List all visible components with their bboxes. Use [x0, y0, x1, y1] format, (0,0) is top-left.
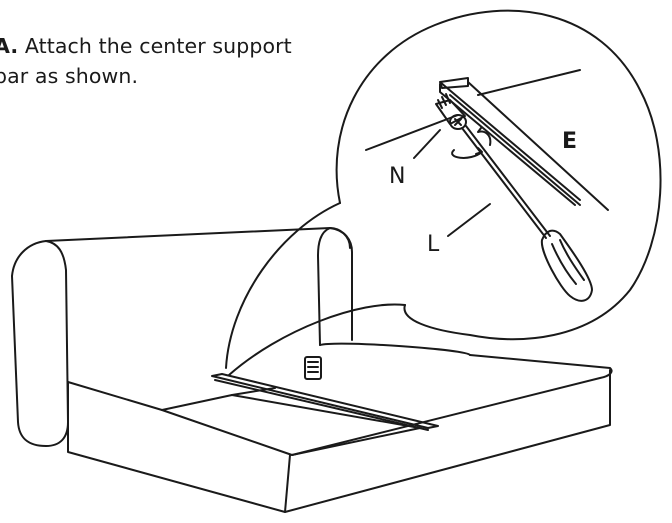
bracket [304, 356, 322, 380]
rotation-arrow-2 [477, 127, 492, 146]
zoom-support-bar [439, 77, 609, 211]
step-label: A. [0, 34, 19, 58]
zoom-line-right [228, 303, 406, 376]
instruction-line-2: bar as shown. [0, 64, 139, 88]
instruction-line-1: Attach the center support [24, 34, 292, 58]
sofa-left-arm-top [45, 227, 351, 249]
zoom-surface-bottom [365, 114, 459, 151]
sofa-seat-inner-right [319, 342, 471, 356]
screw [435, 93, 467, 130]
leader-line-l [447, 203, 491, 237]
sofa-base-front [67, 369, 611, 513]
screwdriver [461, 125, 593, 302]
sofa-backrest [317, 227, 331, 346]
sofa-left-arm [11, 240, 69, 447]
sofa-platform-fold [231, 387, 276, 396]
leader-line-n [413, 129, 441, 159]
sofa-right-arm [329, 227, 353, 341]
center-support-bar [211, 373, 439, 431]
zoom-line-left [225, 202, 341, 369]
callout-screwdriver-label: L [427, 232, 440, 257]
sofa-base-edge [284, 454, 291, 513]
sofa-frame [11, 227, 613, 513]
zoom-surface-top [477, 69, 581, 96]
instruction-text: A. Attach the center support bar as show… [0, 31, 374, 91]
callout-screw-label: N [389, 164, 405, 189]
zoom-circle [335, 9, 662, 341]
sofa-platform [161, 394, 421, 456]
sofa-seat-top [67, 354, 613, 456]
callout-support-bar-label: E [562, 129, 577, 154]
